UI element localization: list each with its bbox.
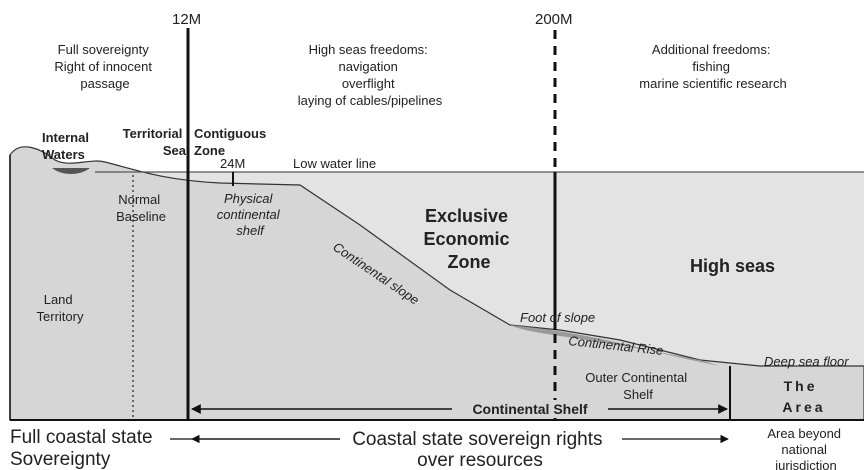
the-area-label: The Area <box>782 378 825 415</box>
foot-of-slope-label: Foot of slope <box>520 310 595 325</box>
coastal-rights-label: Coastal state sovereign rights over reso… <box>352 429 608 470</box>
internal-waters-patch <box>52 168 90 174</box>
outer-shelf-label: Outer Continental Shelf <box>585 370 691 402</box>
internal-waters-label: Internal Waters <box>42 130 93 162</box>
deep-sea-floor-label: Deep sea floor <box>764 354 849 369</box>
continental-rise-band <box>510 325 720 366</box>
eez-label: Exclusive Economic Zone <box>423 206 514 272</box>
continental-shelf-label-bg <box>452 400 608 418</box>
sea-area <box>95 172 864 366</box>
territorial-sea-label: Territorial Sea <box>123 126 187 158</box>
land-territory-area <box>9 146 864 421</box>
high-seas-label: High seas <box>690 256 775 276</box>
coastal-rights-label-bg <box>340 428 622 450</box>
marker-200m-label: 200M <box>535 11 573 28</box>
marker-12m-label: 12M <box>172 11 201 28</box>
land-territory-label: Land Territory <box>37 292 84 324</box>
low-water-line-label: Low water line <box>293 156 376 171</box>
beyond-jurisdiction-label: Area beyond national jurisdiction <box>767 426 844 470</box>
physical-shelf-label: Physical continental shelf <box>217 191 284 238</box>
additional-freedoms-note: Additional freedoms: fishing marine scie… <box>639 42 786 91</box>
full-coastal-state-label: Full coastal state Sovereignty <box>10 427 158 470</box>
contiguous-zone-label: Contiguous Zone <box>194 126 270 158</box>
high-seas-freedoms-note: High seas freedoms: navigation overfligh… <box>298 42 443 108</box>
continental-shelf-label: Continental Shelf <box>472 401 587 417</box>
marker-24m-label: 24M <box>220 156 245 171</box>
sovereignty-note: Full sovereignty Right of innocent passa… <box>54 42 155 91</box>
normal-baseline-label: Normal Baseline <box>116 192 166 224</box>
